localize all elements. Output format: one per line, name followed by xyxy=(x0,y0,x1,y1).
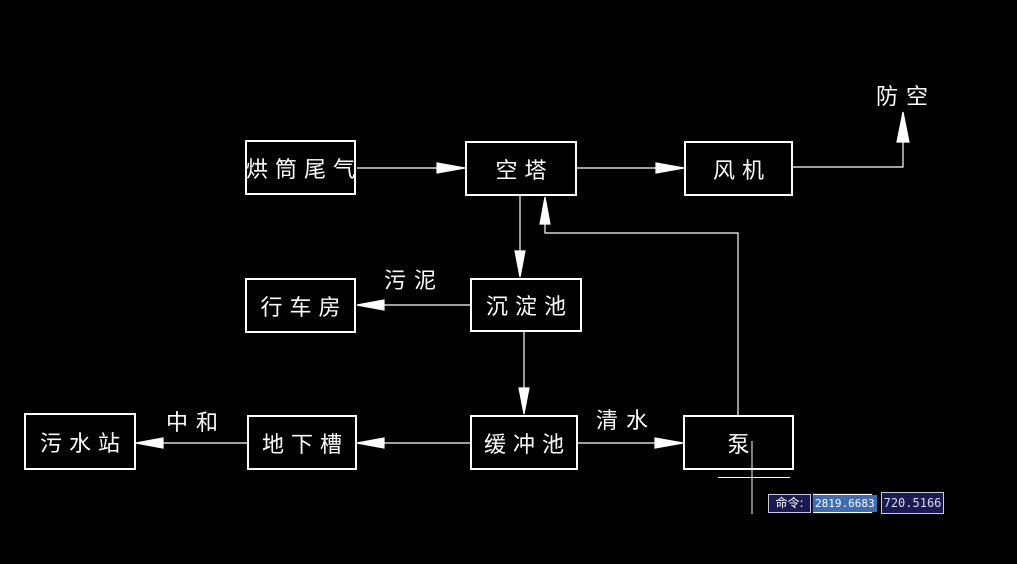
node-pump[interactable]: 泵 xyxy=(683,415,794,470)
coordinate-y-input[interactable]: 720.5166 xyxy=(881,492,944,514)
arrowhead-right-icon xyxy=(654,437,684,449)
node-sewage-station[interactable]: 污水站 xyxy=(24,413,136,470)
node-drying-exhaust[interactable]: 烘筒尾气 xyxy=(245,140,356,195)
coordinate-y-value: 720.5166 xyxy=(883,496,942,510)
node-label: 泵 xyxy=(727,432,757,458)
node-label: 行车房 xyxy=(260,295,348,321)
arrowhead-up-icon xyxy=(539,196,551,225)
node-label: 污水站 xyxy=(39,431,127,457)
arrowhead-down-icon xyxy=(514,250,526,278)
coordinate-x-value: 2819.6683 xyxy=(813,495,877,512)
arrowhead-left-icon xyxy=(135,437,164,449)
edge-fan-to-vent[interactable] xyxy=(793,111,910,168)
node-empty-tower[interactable]: 空塔 xyxy=(465,141,577,196)
arrowhead-left-icon xyxy=(356,299,385,311)
edge-tower-to-fan[interactable] xyxy=(577,162,685,174)
label-neutralize[interactable]: 中和 xyxy=(166,411,227,436)
node-label: 沉淀池 xyxy=(485,295,573,320)
edge-tower-to-sedimentation[interactable] xyxy=(514,196,526,278)
command-prompt-label: 命令: xyxy=(768,494,811,513)
arrowhead-right-icon xyxy=(436,162,466,174)
label-sludge[interactable]: 污泥 xyxy=(384,269,445,294)
arrowhead-up-icon xyxy=(896,111,910,143)
label-vent[interactable]: 防空 xyxy=(876,85,937,110)
node-fan[interactable]: 风机 xyxy=(684,141,793,196)
edge-sedimentation-to-buffer[interactable] xyxy=(518,332,530,415)
crosshair-cursor xyxy=(718,441,790,514)
edge-buffer-to-pump[interactable] xyxy=(578,437,684,449)
arrowhead-left-icon xyxy=(356,437,385,449)
arrowhead-right-icon xyxy=(655,162,685,174)
node-label: 缓冲池 xyxy=(483,432,571,458)
label-clear-water[interactable]: 清水 xyxy=(596,409,657,434)
node-label: 地下槽 xyxy=(261,432,349,458)
node-underground-tank[interactable]: 地下槽 xyxy=(247,415,357,470)
edge-underground-to-sewage[interactable] xyxy=(135,437,247,449)
edge-exhaust-to-tower[interactable] xyxy=(357,162,466,174)
coordinate-x-input[interactable]: 2819.6683 xyxy=(812,493,877,514)
node-crane-room[interactable]: 行车房 xyxy=(245,278,356,333)
edge-sedimentation-to-crane[interactable] xyxy=(356,299,470,311)
edge-buffer-to-underground[interactable] xyxy=(356,437,470,449)
node-buffer-tank[interactable]: 缓冲池 xyxy=(470,415,578,470)
node-label: 空塔 xyxy=(495,158,554,184)
node-label: 烘筒尾气 xyxy=(246,157,363,183)
edge-pump-to-tower[interactable] xyxy=(539,196,739,415)
node-label: 风机 xyxy=(712,158,771,184)
node-sedimentation-tank[interactable]: 沉淀池 xyxy=(470,278,582,332)
arrowhead-down-icon xyxy=(518,387,530,415)
